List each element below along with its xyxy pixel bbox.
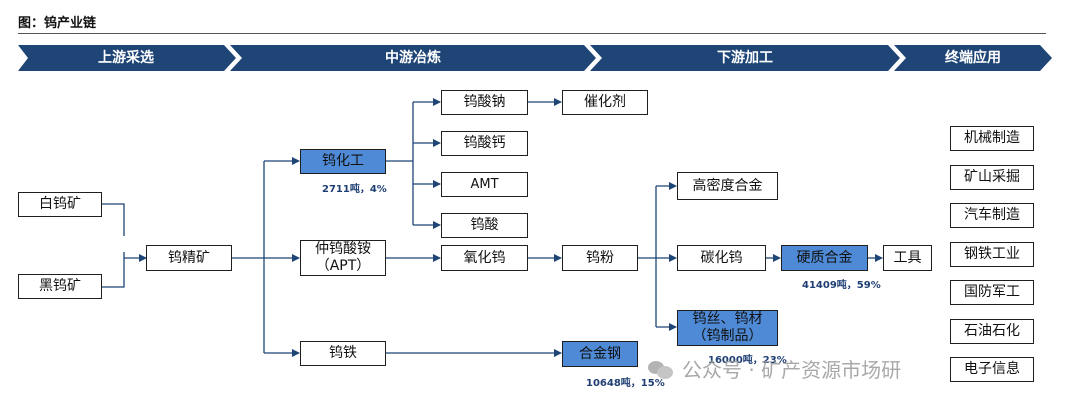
node-sodium-tungstate: 钨酸钠 — [441, 90, 528, 115]
node-ferrotungsten: 钨铁 — [300, 341, 386, 366]
node-tungsten-chemicals: 钨化工 — [300, 149, 386, 174]
node-wolframite: 黑钨矿 — [18, 274, 102, 299]
end-use-mining: 矿山采掘 — [950, 165, 1034, 190]
node-alloy-steel: 合金钢 — [562, 341, 638, 367]
node-tungstic-acid: 钨酸 — [441, 213, 528, 238]
connector-wolframite — [102, 252, 125, 288]
title-divider — [18, 33, 1046, 34]
node-tools: 工具 — [883, 245, 932, 271]
node-concentrate: 钨精矿 — [146, 245, 232, 271]
stage-label-downstream: 下游加工 — [717, 50, 773, 66]
node-high-density-alloy: 高密度合金 — [677, 172, 778, 200]
wechat-icon — [648, 359, 674, 379]
node-tungsten-oxide: 氧化钨 — [441, 245, 528, 271]
node-calcium-tungstate: 钨酸钙 — [441, 131, 528, 156]
annotation-tungsten-chemicals: 2711吨，4% — [322, 184, 387, 195]
watermark-text: 公众号 · 矿产资源市场研 — [682, 358, 902, 382]
end-use-machinery: 机械制造 — [950, 126, 1034, 151]
stage-band-midstream — [230, 45, 596, 71]
node-wire-materials: 钨丝、钨材 （钨制品） — [677, 310, 778, 346]
annotation-cemented-carbide: 41409吨，59% — [802, 280, 881, 291]
node-tungsten-powder: 钨粉 — [562, 245, 638, 271]
connector-scheelite — [102, 203, 125, 236]
figure-title: 图：钨产业链 — [18, 16, 97, 31]
stage-label-terminal: 终端应用 — [945, 50, 1001, 66]
stage-band-terminal — [894, 45, 1052, 71]
node-apt: 仲钨酸铵 （APT） — [300, 240, 386, 276]
node-catalyst: 催化剂 — [562, 90, 648, 115]
node-amt: AMT — [441, 172, 528, 197]
end-use-petrochemical: 石油石化 — [950, 319, 1034, 344]
end-use-defense: 国防军工 — [950, 280, 1034, 305]
stage-label-upstream: 上游采选 — [98, 50, 154, 66]
end-use-automotive: 汽车制造 — [950, 203, 1034, 228]
watermark: 公众号 · 矿产资源市场研 — [648, 354, 901, 383]
annotation-wire-materials: 16000吨，23% — [708, 355, 787, 366]
end-use-electronics: 电子信息 — [950, 357, 1034, 382]
node-scheelite: 白钨矿 — [18, 192, 102, 217]
annotation-alloy-steel: 10648吨，15% — [586, 378, 665, 389]
node-tungsten-carbide: 碳化钨 — [677, 245, 766, 271]
stage-band-downstream — [590, 45, 900, 71]
end-use-steel: 钢铁工业 — [950, 242, 1034, 267]
stage-band-upstream — [18, 45, 236, 71]
node-cemented-carbide: 硬质合金 — [781, 245, 868, 271]
stage-label-midstream: 中游冶炼 — [385, 50, 441, 66]
